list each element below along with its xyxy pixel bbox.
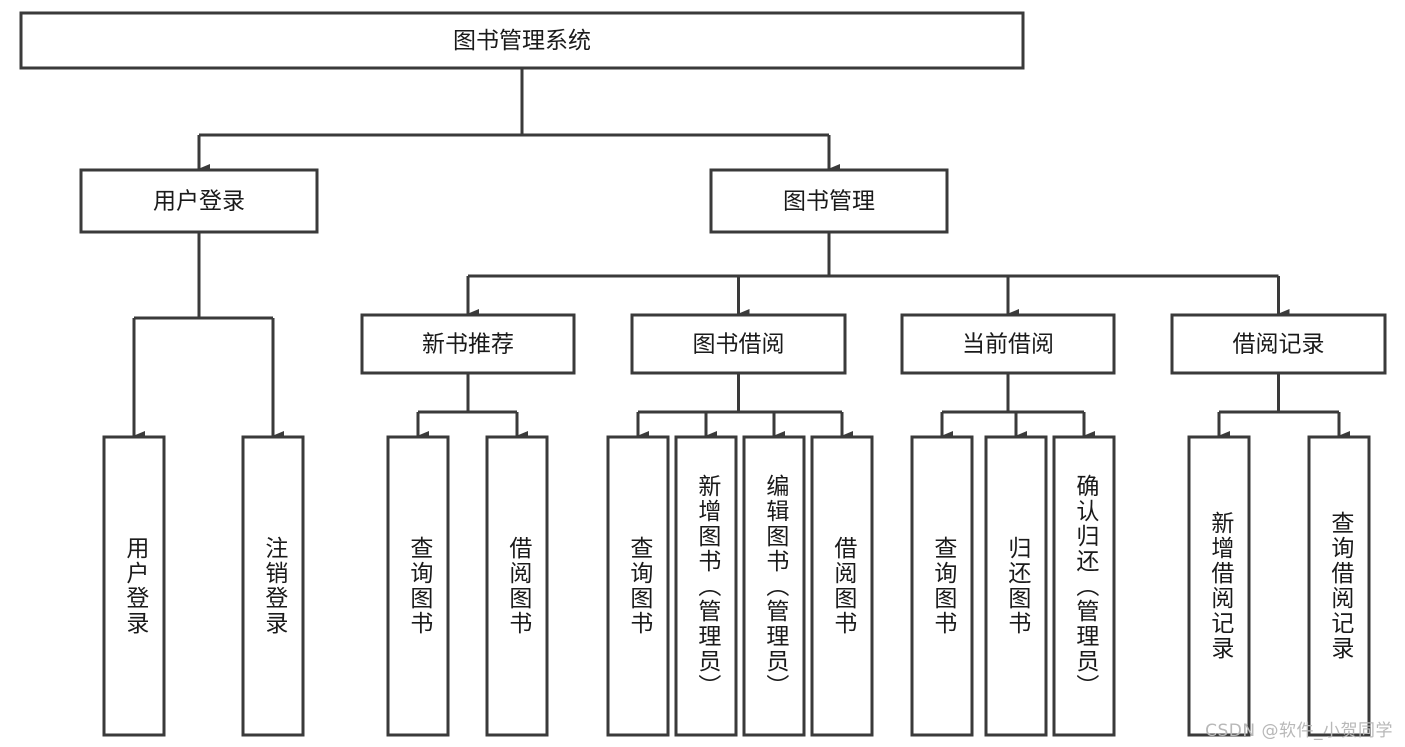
leaf-box-6-label: 编辑图书（管理员） bbox=[761, 473, 788, 699]
leaf-box-2-label-box: 查询图书 bbox=[388, 437, 448, 735]
leaf-box-1[interactable] bbox=[241, 435, 305, 737]
leaf-box-6-rect[interactable] bbox=[742, 435, 806, 737]
level3-box-2-label: 当前借阅 bbox=[962, 332, 1054, 358]
leaf-box-4-label-box: 查询图书 bbox=[608, 437, 668, 735]
leaf-box-1-rect[interactable] bbox=[241, 435, 305, 737]
leaf-box-10[interactable] bbox=[1052, 435, 1116, 737]
level3-box-0-label: 新书推荐 bbox=[422, 332, 514, 358]
leaf-box-4-label: 查询图书 bbox=[625, 536, 652, 636]
leaf-box-2[interactable] bbox=[386, 435, 450, 737]
leaf-box-3[interactable] bbox=[485, 435, 549, 737]
leaf-box-1-label: 注销登录 bbox=[260, 536, 287, 636]
leaf-box-5-rect[interactable] bbox=[674, 435, 738, 737]
leaf-box-8[interactable] bbox=[910, 435, 974, 737]
leaf-box-2-label: 查询图书 bbox=[405, 536, 432, 636]
leaf-box-6[interactable] bbox=[742, 435, 806, 737]
leaf-box-7-label-box: 借阅图书 bbox=[812, 437, 872, 735]
level2-box-1-rect[interactable] bbox=[709, 168, 949, 234]
leaf-box-12[interactable] bbox=[1307, 435, 1371, 737]
level3-box-0[interactable]: 新书推荐 bbox=[360, 313, 576, 375]
leaf-box-5-label-box: 新增图书（管理员） bbox=[676, 437, 736, 735]
leaf-box-5-label: 新增图书（管理员） bbox=[693, 473, 720, 699]
leaf-box-8-label: 查询图书 bbox=[929, 536, 956, 636]
level3-box-3[interactable]: 借阅记录 bbox=[1170, 313, 1387, 375]
level3-box-2[interactable]: 当前借阅 bbox=[900, 313, 1116, 375]
leaf-box-4[interactable] bbox=[606, 435, 670, 737]
leaf-box-9[interactable] bbox=[984, 435, 1048, 737]
leaf-box-10-label-box: 确认归还（管理员） bbox=[1054, 437, 1114, 735]
leaf-box-7[interactable] bbox=[810, 435, 874, 737]
level3-box-2-rect[interactable] bbox=[900, 313, 1116, 375]
leaf-box-3-label-box: 借阅图书 bbox=[487, 437, 547, 735]
level3-box-1-label: 图书借阅 bbox=[693, 332, 785, 358]
root-box-tushuguanlixitong-rect[interactable] bbox=[19, 11, 1025, 70]
leaf-box-0-rect[interactable] bbox=[102, 435, 166, 737]
leaf-box-9-label: 归还图书 bbox=[1003, 536, 1030, 636]
leaf-box-12-label: 查询借阅记录 bbox=[1326, 511, 1353, 661]
leaf-box-8-rect[interactable] bbox=[910, 435, 974, 737]
level2-box-0[interactable]: 用户登录 bbox=[79, 168, 319, 234]
leaf-box-5[interactable] bbox=[674, 435, 738, 737]
level3-box-3-rect[interactable] bbox=[1170, 313, 1387, 375]
leaf-box-11-label: 新增借阅记录 bbox=[1206, 511, 1233, 661]
leaf-box-6-label-box: 编辑图书（管理员） bbox=[744, 437, 804, 735]
leaf-box-4-rect[interactable] bbox=[606, 435, 670, 737]
level3-box-0-rect[interactable] bbox=[360, 313, 576, 375]
leaf-box-11[interactable] bbox=[1187, 435, 1251, 737]
leaf-box-0[interactable] bbox=[102, 435, 166, 737]
leaf-box-7-label: 借阅图书 bbox=[829, 536, 856, 636]
level2-box-1-label: 图书管理 bbox=[783, 189, 875, 215]
level2-box-1[interactable]: 图书管理 bbox=[709, 168, 949, 234]
level2-box-0-rect[interactable] bbox=[79, 168, 319, 234]
leaf-box-11-label-box: 新增借阅记录 bbox=[1189, 437, 1249, 735]
leaf-box-9-rect[interactable] bbox=[984, 435, 1048, 737]
leaf-box-10-label: 确认归还（管理员） bbox=[1071, 473, 1098, 699]
root-box-tushuguanlixitong[interactable]: 图书管理系统 bbox=[19, 11, 1025, 70]
level3-box-3-label: 借阅记录 bbox=[1233, 332, 1325, 358]
leaf-box-1-label-box: 注销登录 bbox=[243, 437, 303, 735]
root-box-tushuguanlixitong-label: 图书管理系统 bbox=[453, 28, 591, 54]
leaf-box-10-rect[interactable] bbox=[1052, 435, 1116, 737]
leaf-box-3-rect[interactable] bbox=[485, 435, 549, 737]
leaf-box-2-rect[interactable] bbox=[386, 435, 450, 737]
level3-box-1-rect[interactable] bbox=[630, 313, 847, 375]
leaf-box-3-label: 借阅图书 bbox=[504, 536, 531, 636]
leaf-box-7-rect[interactable] bbox=[810, 435, 874, 737]
leaf-box-12-rect[interactable] bbox=[1307, 435, 1371, 737]
leaf-box-0-label-box: 用户登录 bbox=[104, 437, 164, 735]
leaf-box-9-label-box: 归还图书 bbox=[986, 437, 1046, 735]
leaf-box-12-label-box: 查询借阅记录 bbox=[1309, 437, 1369, 735]
leaf-box-0-label: 用户登录 bbox=[121, 536, 148, 636]
level2-box-0-label: 用户登录 bbox=[153, 189, 245, 215]
connector-lines bbox=[132, 68, 1350, 441]
level3-box-1[interactable]: 图书借阅 bbox=[630, 313, 847, 375]
leaf-box-8-label-box: 查询图书 bbox=[912, 437, 972, 735]
leaf-box-11-rect[interactable] bbox=[1187, 435, 1251, 737]
